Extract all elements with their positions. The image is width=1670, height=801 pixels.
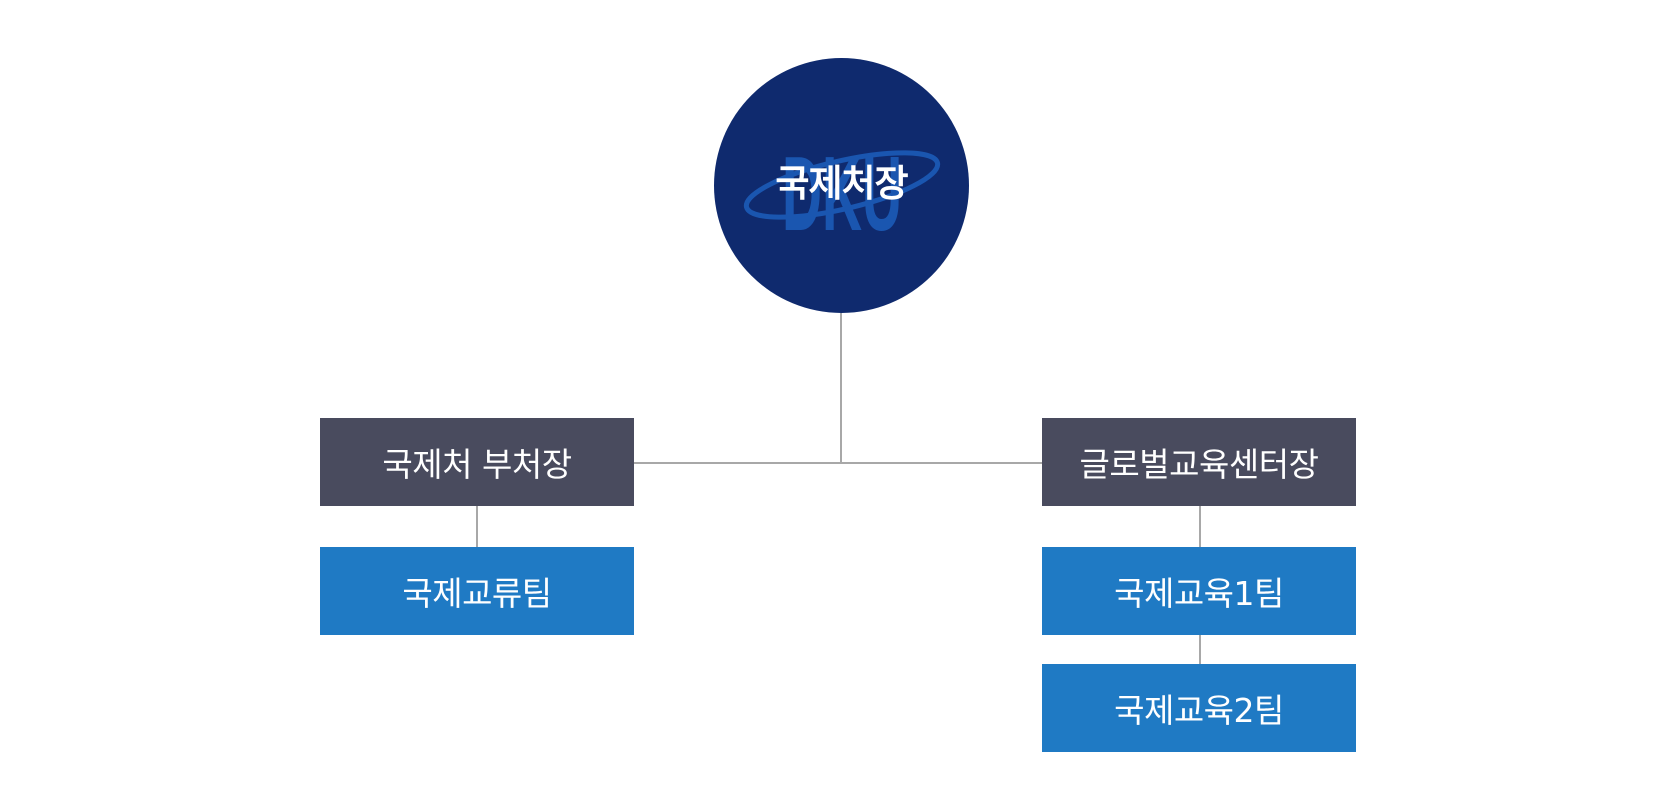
director-node: DKU 국제처장: [714, 58, 969, 313]
connector-horizontal: [634, 462, 1044, 464]
team-title: 국제교육2팀: [1114, 691, 1284, 730]
director-title: 국제처장: [775, 161, 908, 205]
team-title: 국제교류팀: [402, 574, 552, 613]
international-education-team1-node: 국제교육1팀: [1042, 547, 1356, 635]
dku-logo-watermark: DKU: [743, 135, 941, 253]
team-title: 국제교육1팀: [1114, 574, 1284, 613]
international-education-team2-node: 국제교육2팀: [1042, 664, 1356, 752]
connector-head-down: [840, 313, 842, 463]
logo-orbit: [743, 150, 941, 220]
deputy-director-title: 국제처 부처장: [382, 445, 572, 484]
international-exchange-team-node: 국제교류팀: [320, 547, 634, 635]
connector-left-team: [476, 506, 478, 547]
connector-right-team2: [1199, 635, 1201, 664]
connector-right-team1: [1199, 506, 1201, 547]
deputy-director-node: 국제처 부처장: [320, 418, 634, 506]
global-education-center-director-node: 글로벌교육센터장: [1042, 418, 1356, 506]
center-director-title: 글로벌교육센터장: [1079, 445, 1319, 484]
